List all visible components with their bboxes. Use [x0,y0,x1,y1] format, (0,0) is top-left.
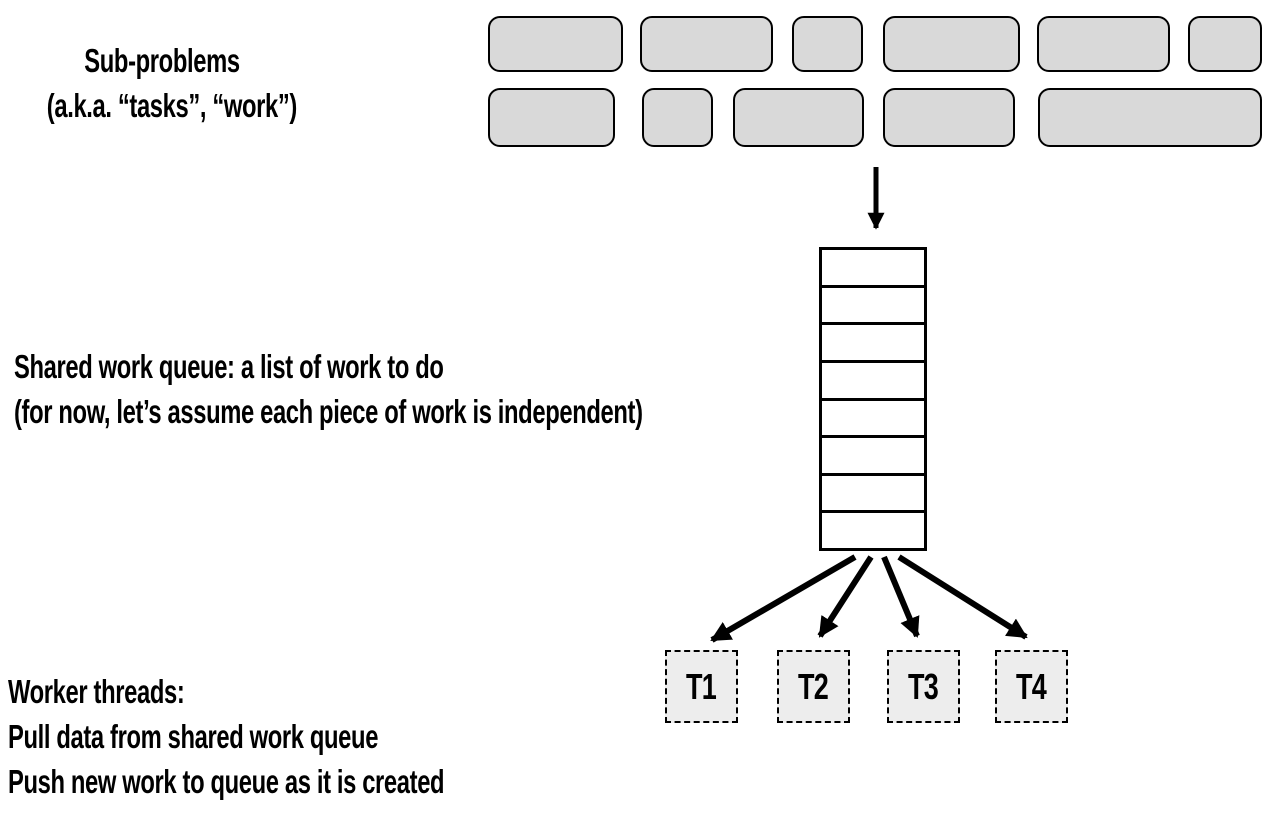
queue-to-t4-arrow [897,554,1028,640]
worker-threads-label: Worker threads: Pull data from shared wo… [8,669,445,804]
task-box-r1-1 [488,16,623,72]
task-box-r2-2 [642,88,713,147]
queue-cell-1 [822,250,924,288]
shared-work-queue [819,247,927,551]
shared-queue-line1: Shared work queue: a list of work to do [14,348,444,385]
queue-cell-4 [822,363,924,401]
shared-work-queue-label: Shared work queue: a list of work to do … [14,344,643,434]
thread-label-t1: T1 [686,665,717,707]
workers-line1: Worker threads: [8,673,185,710]
task-box-r2-3 [733,88,864,147]
task-box-r2-4 [883,88,1015,147]
shared-queue-line2: (for now, let’s assume each piece of wor… [14,393,643,430]
task-box-r1-5 [1037,16,1170,72]
task-box-r1-2 [640,16,773,72]
queue-cell-2 [822,288,924,326]
queue-to-t2-arrow [817,555,874,638]
queue-cell-7 [822,476,924,514]
queue-cell-6 [822,438,924,476]
thread-box-t2: T2 [777,650,850,723]
task-box-r1-4 [883,16,1020,72]
subproblems-line1: Sub-problems [84,42,240,79]
task-box-r1-3 [792,16,863,72]
workers-line3: Push new work to queue as it is created [8,763,445,800]
queue-to-t3-arrow [881,555,920,638]
subproblems-label: Sub-problems (a.k.a. “tasks”, “work”) [46,38,298,128]
thread-box-t1: T1 [665,650,738,723]
thread-label-t2: T2 [798,665,829,707]
queue-to-t1-arrow [710,554,857,643]
queue-cell-5 [822,401,924,439]
thread-box-t4: T4 [995,650,1068,723]
thread-label-t3: T3 [908,665,939,707]
task-box-r2-5 [1038,88,1262,147]
thread-box-t3: T3 [887,650,960,723]
thread-label-t4: T4 [1016,665,1047,707]
workers-line2: Pull data from shared work queue [8,718,379,755]
queue-cell-3 [822,325,924,363]
subproblems-line2: (a.k.a. “tasks”, “work”) [46,87,298,124]
task-box-r2-1 [488,88,615,147]
task-box-r1-6 [1188,16,1262,72]
queue-cell-8 [822,513,924,548]
